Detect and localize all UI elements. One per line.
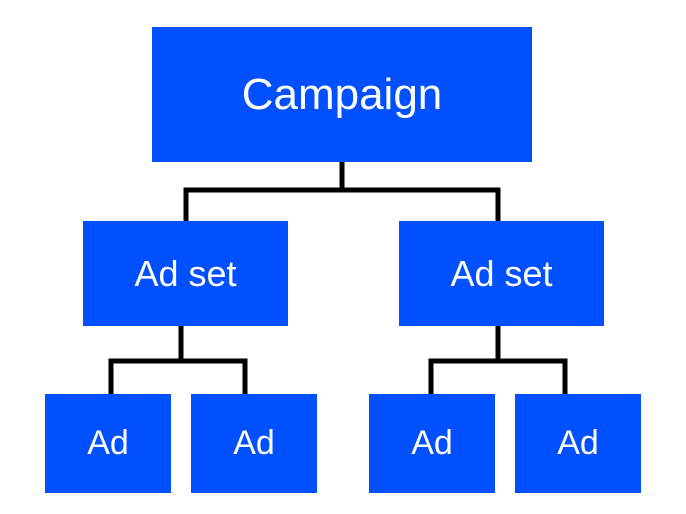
ad-set-node-left: Ad set bbox=[83, 221, 288, 326]
ad-set-node-right: Ad set bbox=[399, 221, 604, 326]
ad-label-4: Ad bbox=[557, 424, 599, 462]
ad-set-label-left: Ad set bbox=[134, 252, 237, 294]
ad-label-3: Ad bbox=[411, 424, 453, 462]
ad-node-1: Ad bbox=[45, 394, 171, 493]
ad-label-2: Ad bbox=[233, 424, 275, 462]
ad-node-4: Ad bbox=[515, 394, 641, 493]
ad-set-label-right: Ad set bbox=[450, 252, 553, 294]
ad-label-1: Ad bbox=[87, 424, 129, 462]
ad-node-2: Ad bbox=[191, 394, 317, 493]
campaign-node: Campaign bbox=[152, 27, 532, 162]
campaign-label: Campaign bbox=[241, 69, 443, 119]
ad-node-3: Ad bbox=[369, 394, 495, 493]
